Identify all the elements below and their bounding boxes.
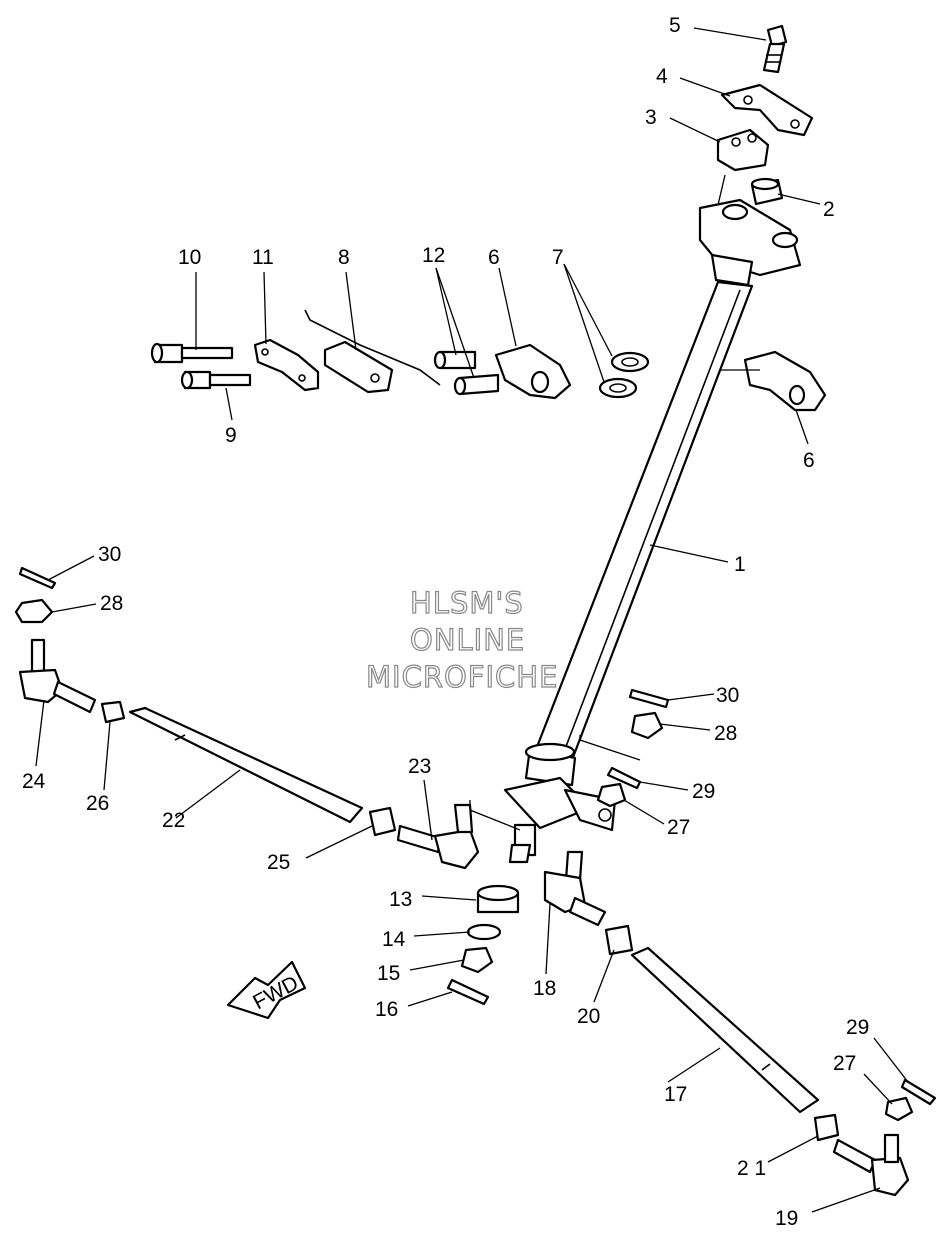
part-30-cotter-pin-center xyxy=(628,688,670,709)
part-17-tie-rod-right xyxy=(630,946,820,1114)
part-12-collars xyxy=(433,350,500,396)
part-3-holder xyxy=(716,128,770,172)
callout-18: 18 xyxy=(533,977,556,1000)
callout-28-left: 28 xyxy=(100,592,123,615)
watermark-line-3: MICROFICHE xyxy=(365,659,559,694)
leader-lines xyxy=(35,27,909,1213)
callout-7: 7 xyxy=(552,246,564,269)
callout-13: 13 xyxy=(389,888,412,911)
callout-16: 16 xyxy=(375,998,398,1021)
callout-29-right: 29 xyxy=(846,1016,869,1039)
fwd-arrow-icon: FWD xyxy=(226,960,307,1020)
callout-23: 23 xyxy=(408,755,431,778)
part-24-tie-rod-end-left xyxy=(18,638,97,714)
callout-6-right: 6 xyxy=(803,449,815,472)
column-head xyxy=(698,174,802,287)
part-16-cotter-pin xyxy=(446,978,490,1006)
callout-25: 25 xyxy=(267,851,290,874)
part-10-bolt xyxy=(150,342,234,364)
part-22-tie-rod-left xyxy=(128,706,364,824)
part-13-washer xyxy=(476,884,520,914)
callout-27-center: 27 xyxy=(667,816,690,839)
callout-3: 3 xyxy=(645,106,657,129)
callout-12: 12 xyxy=(422,244,445,267)
callout-1: 1 xyxy=(734,553,746,576)
part-27-nut-center xyxy=(596,782,627,808)
callout-29-center: 29 xyxy=(692,780,715,803)
part-30-cotter-pin-left xyxy=(18,566,57,590)
part-11-lock-plate xyxy=(253,338,320,392)
part-21-nut xyxy=(813,1113,840,1142)
part-23-tie-rod-end xyxy=(396,803,480,870)
callout-20: 20 xyxy=(577,1005,600,1028)
part-29-cotter-pin-right xyxy=(900,1078,937,1106)
callout-4: 4 xyxy=(656,65,668,88)
part-15-nut xyxy=(460,946,494,974)
part-25-nut-left xyxy=(368,806,397,837)
part-27-nut-right xyxy=(884,1096,914,1122)
callout-26: 26 xyxy=(86,792,109,815)
callout-14: 14 xyxy=(382,928,406,951)
part-29-cotter-pin-center xyxy=(606,766,642,790)
callout-21: 2 1 xyxy=(737,1157,766,1180)
part-28-nut-left xyxy=(14,598,54,624)
callout-labels: 1 2 3 4 5 6 6 7 8 9 10 11 12 13 14 15 16… xyxy=(22,14,869,1230)
part-5-bolt xyxy=(762,24,788,74)
callout-10: 10 xyxy=(178,246,201,269)
part-18-tie-rod-end xyxy=(543,850,607,927)
callout-8: 8 xyxy=(338,246,350,269)
callout-24: 24 xyxy=(22,770,46,793)
watermark-line-1: HLSM'S xyxy=(409,585,524,620)
part-7-washers xyxy=(598,351,650,399)
part-28-nut-center xyxy=(630,711,664,740)
part-14-washer xyxy=(466,923,502,941)
part-4-plate xyxy=(720,83,814,137)
part-8-plate xyxy=(304,309,441,394)
part-6-holder-right xyxy=(720,350,827,412)
part-6-holder-left xyxy=(494,343,572,400)
callout-15: 15 xyxy=(377,962,400,985)
part-19-tie-rod-end-right xyxy=(832,1133,910,1197)
callout-30-left: 30 xyxy=(98,543,121,566)
part-26-nut-left xyxy=(100,700,126,724)
callout-22: 22 xyxy=(162,809,185,832)
callout-9: 9 xyxy=(225,424,237,447)
callout-17: 17 xyxy=(664,1083,687,1106)
watermark-line-2: ONLINE xyxy=(409,622,526,657)
callout-28-center: 28 xyxy=(714,722,737,745)
callout-27-right: 27 xyxy=(833,1052,856,1075)
part-2-cap xyxy=(750,177,784,206)
part-9-bolt xyxy=(180,370,252,390)
callout-2: 2 xyxy=(823,198,835,221)
callout-6-left: 6 xyxy=(488,246,500,269)
callout-19: 19 xyxy=(775,1207,798,1230)
part-20-nut xyxy=(604,924,634,956)
callout-5: 5 xyxy=(669,14,681,37)
callout-30-center: 30 xyxy=(716,684,739,707)
callout-11: 11 xyxy=(252,246,274,269)
